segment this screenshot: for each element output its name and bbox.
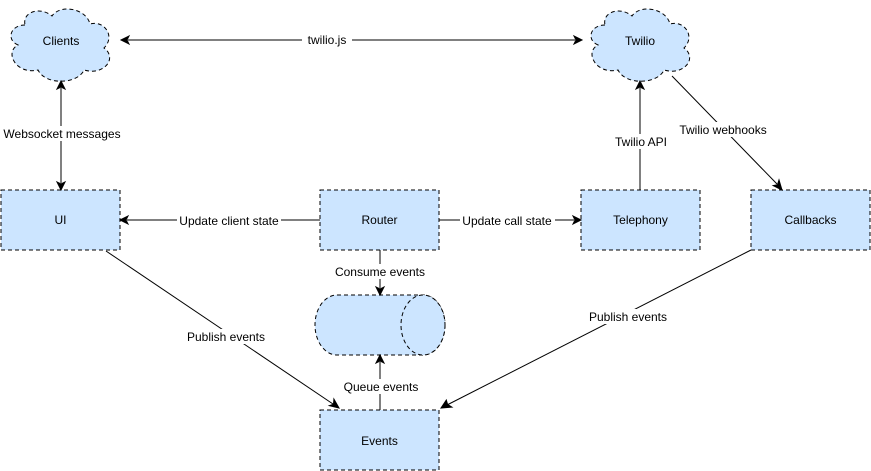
callbacks-box — [750, 189, 871, 251]
edge-label-background — [184, 329, 268, 344]
telephony-label: Telephony — [613, 213, 668, 227]
edge-telephony-twilio: Twilio API — [610, 79, 672, 190]
arrow-head-up — [634, 79, 646, 91]
arrow-head-down — [374, 285, 386, 297]
edge-label: Update client state — [179, 214, 279, 228]
edge-label-background — [2, 126, 122, 141]
edge-label: Publish events — [589, 310, 667, 324]
edge-line — [446, 249, 752, 406]
edge-label-background — [332, 264, 428, 279]
node-clients[interactable]: Clients — [10, 8, 111, 82]
edge-label: Queue events — [344, 380, 419, 394]
edge-twilio-callbacks: Twilio webhooks — [671, 75, 783, 191]
arrow-head-down — [55, 180, 67, 192]
arrow-head-left — [118, 214, 130, 226]
arrow-head-right — [571, 214, 583, 226]
edge-label-background — [677, 122, 769, 137]
edge-clients-ui: Websocket messages — [2, 79, 122, 192]
twilio-cloud-shape — [590, 8, 691, 82]
edge-label-background — [342, 379, 420, 394]
ui-label: UI — [55, 213, 67, 227]
edge-label: Publish events — [187, 330, 265, 344]
edge-label: Update call state — [462, 214, 552, 228]
edge-label: Twilio API — [615, 135, 667, 149]
edge-label-background — [460, 213, 555, 228]
node-twilio[interactable]: Twilio — [590, 8, 691, 82]
clients-cloud-shape — [10, 8, 111, 82]
edge-label-background — [586, 309, 670, 324]
edge-ui-events: Publish events — [105, 250, 341, 409]
callbacks-label: Callbacks — [784, 213, 836, 227]
arrow-head-right — [572, 34, 584, 46]
edge-label-background — [610, 134, 672, 149]
edge-router-queue: Consume events — [332, 250, 428, 297]
arrow-head-left — [119, 34, 131, 46]
node-queue[interactable] — [314, 294, 446, 356]
arrow-head — [771, 178, 783, 191]
edge-clients-twilio: twilio.js — [119, 33, 584, 47]
ui-box — [0, 189, 121, 251]
edge-router-telephony: Update call state — [439, 213, 583, 228]
telephony-box — [580, 189, 701, 251]
events-box — [319, 409, 440, 471]
edge-router-ui: Update client state — [118, 213, 320, 228]
edge-line — [105, 250, 334, 405]
edge-label: Consume events — [335, 265, 425, 279]
edge-label-background — [302, 33, 352, 47]
arrow-head — [440, 398, 454, 409]
edge-events-queue: Queue events — [342, 353, 420, 410]
edge-label: Twilio webhooks — [679, 123, 766, 137]
queue-cylinder-cap — [400, 294, 446, 356]
edge-label-background — [177, 213, 281, 228]
node-callbacks[interactable]: Callbacks — [750, 189, 871, 251]
clients-label: Clients — [43, 34, 80, 48]
arrow-head-up — [55, 79, 67, 91]
router-label: Router — [361, 213, 397, 227]
node-telephony[interactable]: Telephony — [580, 189, 701, 251]
node-ui[interactable]: UI — [0, 189, 121, 251]
edge-label: Websocket messages — [3, 127, 120, 141]
node-events[interactable]: Events — [319, 409, 440, 471]
edge-label: twilio.js — [308, 33, 347, 47]
events-label: Events — [361, 434, 398, 448]
twilio-label: Twilio — [625, 34, 655, 48]
node-router[interactable]: Router — [319, 189, 440, 251]
edge-callbacks-events: Publish events — [440, 249, 752, 409]
arrow-head-up — [374, 353, 386, 365]
arrow-head — [327, 397, 341, 409]
